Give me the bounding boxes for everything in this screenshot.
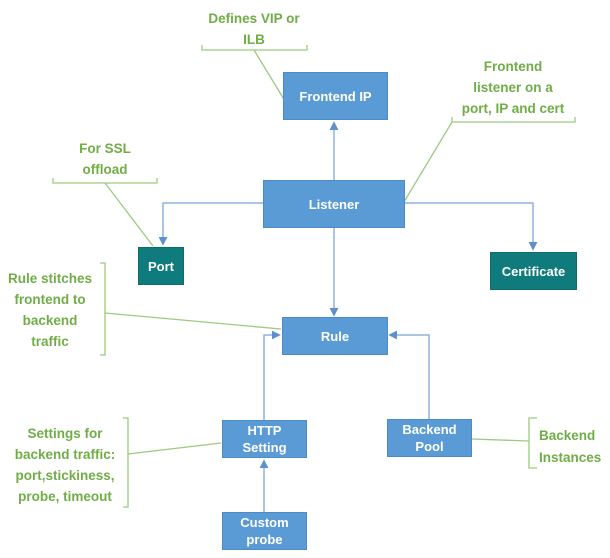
node-http-setting: HTTP Setting bbox=[222, 420, 307, 458]
node-frontend-ip: Frontend IP bbox=[283, 72, 388, 120]
node-port: Port bbox=[138, 247, 184, 285]
connector-backend-pool-to-rule bbox=[388, 330, 430, 419]
bracket-defines-vip bbox=[201, 45, 308, 102]
node-backend-pool: Backend Pool bbox=[387, 419, 472, 457]
node-listener: Listener bbox=[263, 180, 405, 228]
node-rule: Rule bbox=[282, 317, 388, 355]
connector-listener-to-port bbox=[158, 202, 263, 246]
bracket-backend-instances bbox=[471, 417, 537, 469]
annotation-backend-instances: Backend Instances bbox=[539, 428, 602, 465]
connector-listener-to-certificate bbox=[405, 202, 538, 251]
bracket-ssl-offload bbox=[52, 178, 158, 247]
node-custom-probe: Custom probe bbox=[222, 512, 307, 550]
node-certificate: Certificate bbox=[490, 252, 577, 290]
annotation-ssl-offload: For SSL offload bbox=[79, 141, 131, 177]
annotation-rule-stitches: Rule stitches frontend to backend traffi… bbox=[7, 271, 93, 349]
bracket-rule-stitches bbox=[100, 262, 282, 356]
bracket-backend-settings bbox=[123, 417, 222, 508]
annotation-frontend-listener: Frontend listener on a port, IP and cert bbox=[461, 59, 565, 116]
connector-http-setting-to-rule bbox=[263, 330, 281, 420]
bracket-frontend-listener bbox=[403, 117, 576, 203]
annotation-defines-vip: Defines VIP or ILB bbox=[208, 11, 300, 47]
annotation-backend-settings: Settings for backend traffic: port,stick… bbox=[14, 426, 116, 504]
